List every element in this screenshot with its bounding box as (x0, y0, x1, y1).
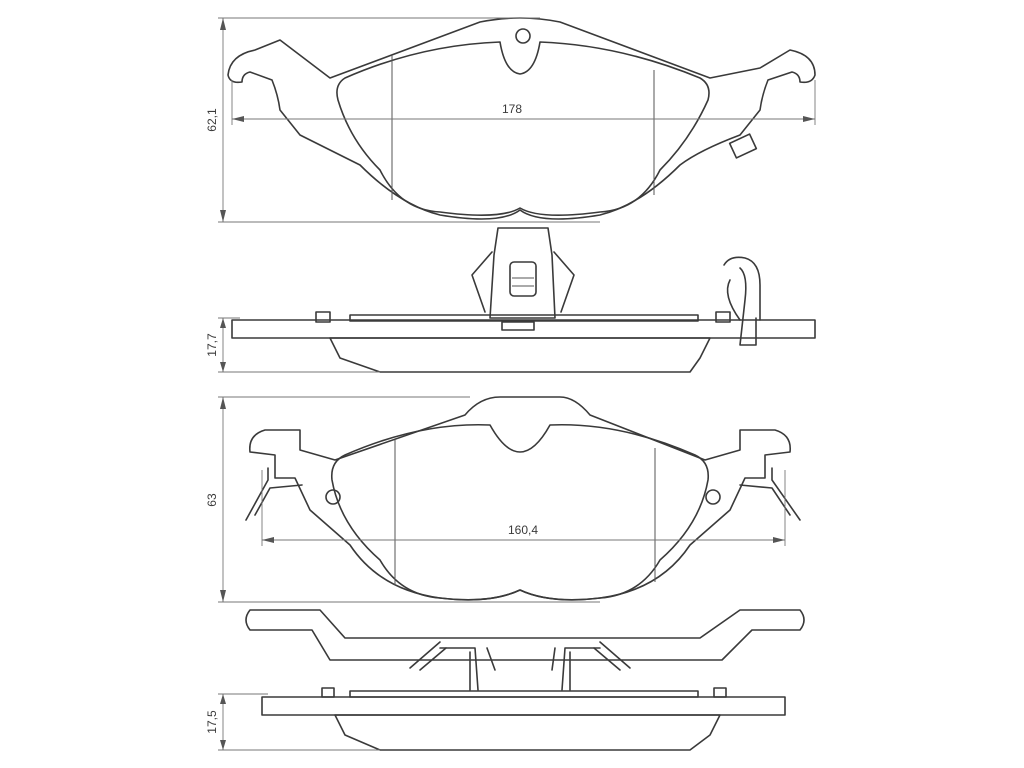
pad2-thickness-dimension: 17,5 (205, 693, 380, 751)
pad2-width-dimension: 160,4 (261, 470, 786, 546)
pad2-height-label: 63 (205, 493, 219, 507)
pad1-height-dimension: 62,1 (205, 17, 600, 223)
pad1-front-view (227, 17, 816, 220)
pad2-thickness-label: 17,5 (205, 710, 219, 734)
pad2-height-dimension: 63 (205, 396, 600, 603)
pad2-front-view (245, 396, 801, 601)
pad1-width-label: 178 (502, 102, 522, 116)
pad2-side-view (261, 687, 786, 751)
pad2-spring-clip (245, 609, 805, 691)
pad1-width-dimension: 178 (231, 80, 816, 125)
pad1-side-view (231, 227, 816, 373)
pad2-width-label: 160,4 (508, 523, 538, 537)
pad1-height-label: 62,1 (205, 108, 219, 132)
pad1-thickness-dimension: 17,7 (205, 317, 380, 373)
pad1-thickness-label: 17,7 (205, 333, 219, 357)
